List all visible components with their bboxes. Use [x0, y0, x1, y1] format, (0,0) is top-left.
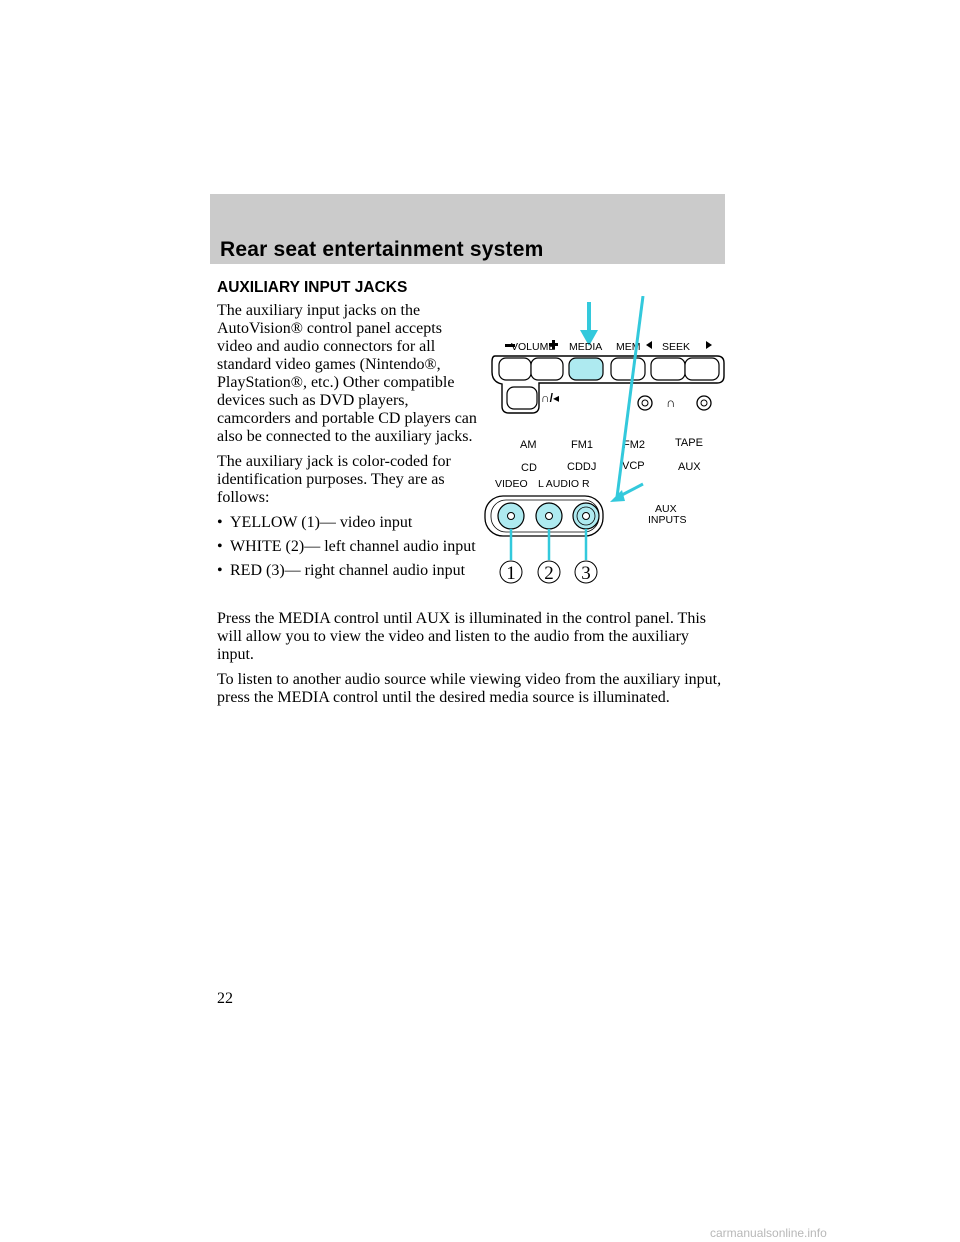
page-number: 22 — [217, 990, 233, 1007]
list-item: • WHITE (2)— left channel audio input — [217, 538, 479, 556]
volume-up-button[interactable] — [530, 357, 564, 381]
video-jack-yellow[interactable] — [497, 502, 525, 530]
bullet-symbol: • — [217, 562, 223, 579]
volume-down-button[interactable] — [498, 357, 532, 381]
seek-forward-button[interactable] — [684, 357, 720, 381]
intro-column: The auxiliary input jacks on the AutoVis… — [217, 302, 479, 586]
seek-back-button[interactable] — [650, 357, 686, 381]
callout-number-1: 1 — [506, 563, 516, 584]
media-label: MEDIA — [569, 341, 602, 353]
headphone-jack-left — [637, 395, 653, 411]
aux-inputs-label-line1: AUX — [655, 503, 677, 515]
source-label-am: AM — [520, 439, 537, 451]
list-item-text: YELLOW (1)— video input — [230, 514, 413, 531]
page-header-title: Rear seat entertainment system — [220, 238, 544, 261]
audio-left-jack-white[interactable] — [535, 502, 563, 530]
section-heading: AUXILIARY INPUT JACKS — [217, 279, 408, 296]
media-pointer-arrow — [580, 302, 598, 346]
headphone-speaker-icon: ∩/◂ — [541, 391, 559, 405]
callout-number-3: 3 — [581, 563, 591, 584]
source-label-fm1: FM1 — [571, 439, 593, 451]
seek-right-icon — [706, 341, 712, 349]
headphone-jack-right — [696, 395, 712, 411]
aux-inputs-arrow — [610, 296, 645, 502]
list-item-text: WHITE (2)— left channel audio input — [230, 538, 476, 555]
headphone-icon: ∩ — [666, 395, 675, 410]
intro-paragraph: The auxiliary input jacks on the AutoVis… — [217, 302, 477, 445]
list-item-text: RED (3)— right channel audio input — [230, 562, 466, 579]
mem-label: MEM — [616, 341, 641, 353]
source-label-tape: TAPE — [675, 437, 703, 449]
source-label-fm2: FM2 — [623, 439, 645, 451]
source-label-cd: CD — [521, 462, 537, 474]
volume-label: VOLUME — [511, 341, 555, 353]
seek-left-icon — [646, 341, 652, 349]
watermark[interactable]: carmanualsonline.info — [710, 1226, 827, 1240]
bullet-symbol: • — [217, 538, 223, 555]
list-item: • RED (3)— right channel audio input — [217, 562, 479, 580]
color-code-paragraph: The auxiliary jack is color-coded for id… — [217, 453, 451, 506]
callout-circle-3 — [574, 560, 598, 584]
source-label-cddj: CDDJ — [567, 461, 596, 473]
header-band: Rear seat entertainment system — [210, 194, 725, 264]
callout-number-2: 2 — [544, 563, 554, 584]
listen-paragraph: To listen to another audio source while … — [217, 671, 722, 706]
source-label-vcp: VCP — [622, 460, 645, 472]
callout-circle-1 — [499, 560, 523, 584]
media-button[interactable] — [568, 357, 604, 381]
jack-color-list: • YELLOW (1)— video input • WHITE (2)— lef… — [217, 514, 479, 580]
audio-right-jack-red[interactable] — [572, 502, 600, 530]
callout-circle-2 — [537, 560, 561, 584]
instructions: Press the MEDIA control until AUX is ill… — [217, 610, 727, 714]
mem-button[interactable] — [610, 357, 646, 381]
source-label-aux: AUX — [678, 461, 701, 473]
video-label: VIDEO — [495, 478, 528, 490]
press-media-paragraph: Press the MEDIA control until AUX is ill… — [217, 610, 706, 663]
power-mute-button[interactable] — [506, 386, 538, 410]
plus-icon — [549, 340, 558, 349]
seek-label: SEEK — [662, 341, 690, 353]
bullet-symbol: • — [217, 514, 223, 531]
list-item: • YELLOW (1)— video input — [217, 514, 479, 532]
control-panel-figure: VOLUME MEDIA MEM SEEK ∩/◂ ∩ AM FM1 FM2 T… — [484, 296, 725, 584]
aux-inputs-label-line2: INPUTS — [648, 514, 687, 526]
audio-label: L AUDIO R — [538, 478, 590, 490]
